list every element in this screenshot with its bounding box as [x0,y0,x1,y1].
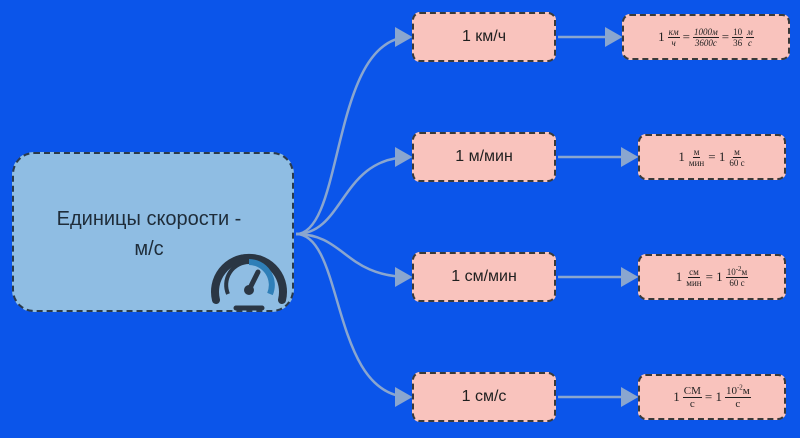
fraction-denominator: с [735,397,741,410]
root-title: Единицы скорости - м/с [14,204,284,264]
formula-lead: 1 [658,29,665,44]
fraction-denominator: ч [671,37,676,48]
fraction-denominator: 36 [733,37,743,48]
fraction-numerator: м [746,26,754,38]
formula-cms[interactable]: 1 СМ с = 1 10-2м с [638,374,786,420]
connector-root-mmin [295,147,413,236]
unit-label: 1 см/с [461,388,507,405]
unit-node-cms[interactable]: 1 см/с [412,372,556,422]
connector-root-cms [295,232,413,407]
unit-node-cmmin[interactable]: 1 см/мин [412,252,556,302]
root-title-line2: м/с [134,238,164,260]
formula-cmmin[interactable]: 1 см мин = 1 10-2м 60 с [638,254,786,300]
equals-sign: = [682,29,690,44]
fraction-numerator: км [667,26,680,38]
formula-lead: 1 [678,149,685,164]
fraction-numerator: 10 [732,26,744,38]
fraction: 10-2м с [724,382,751,410]
fraction-denominator: с [747,37,752,48]
fraction-numerator: 10-2м [724,382,751,398]
fraction: см мин [685,267,702,288]
formula-mmin[interactable]: 1 м мин = 1 м 60 с [638,134,786,180]
unit-node-mmin[interactable]: 1 м/мин [412,132,556,182]
speedometer-icon [211,253,287,311]
formula-kmh[interactable]: 1 км ч = 1000м 3600с = 10 36 м с [622,14,790,60]
formula-lead: 1 [675,269,683,284]
fraction-numerator: м [733,146,741,158]
fraction: 10-2м 60 с [725,264,749,288]
equals-sign: = 1 [705,269,723,284]
fraction-denominator: 60 с [729,157,745,168]
fraction-denominator: 3600с [694,37,717,48]
fraction-numerator: см [688,266,700,278]
fraction: м 60 с [728,147,745,168]
power-exponent: -2 [736,382,743,391]
fraction: м мин [688,147,705,168]
fraction-numerator: 1000м [692,26,719,38]
fraction-numerator: м [692,146,701,158]
equals-sign: = 1 [704,389,722,404]
power-exponent: -2 [735,264,742,273]
fraction-denominator: с [689,397,695,410]
power-base: 10 [726,266,736,277]
unit-symbol: м [741,266,748,277]
fraction-denominator: мин [686,277,702,288]
fraction-numerator: СМ [682,384,702,398]
fraction: 1000м 3600с [692,26,719,48]
fraction: м с [746,27,754,48]
unit-label: 1 м/мин [455,148,513,165]
power-base: 10 [725,384,737,397]
formula-lead: 1 [673,389,680,404]
root-title-line1: Единицы скорости - [56,208,242,230]
equals-sign: = [721,29,730,44]
fraction: 10 36 [732,26,744,48]
unit-node-kmh[interactable]: 1 км/ч [412,12,556,62]
root-node[interactable]: Единицы скорости - м/с [12,152,294,312]
fraction-numerator: 10-2м [725,264,749,278]
fraction: км ч [667,26,680,48]
fraction: СМ с [682,384,702,410]
unit-symbol: м [742,384,750,397]
unit-label: 1 км/ч [461,28,507,45]
connector-root-kmh [295,27,413,236]
equals-sign: = 1 [708,149,726,164]
fraction-denominator: 60 с [729,277,745,288]
connector-root-cmmin [295,232,413,287]
fraction-denominator: мин [688,157,705,168]
unit-label: 1 см/мин [451,268,517,285]
